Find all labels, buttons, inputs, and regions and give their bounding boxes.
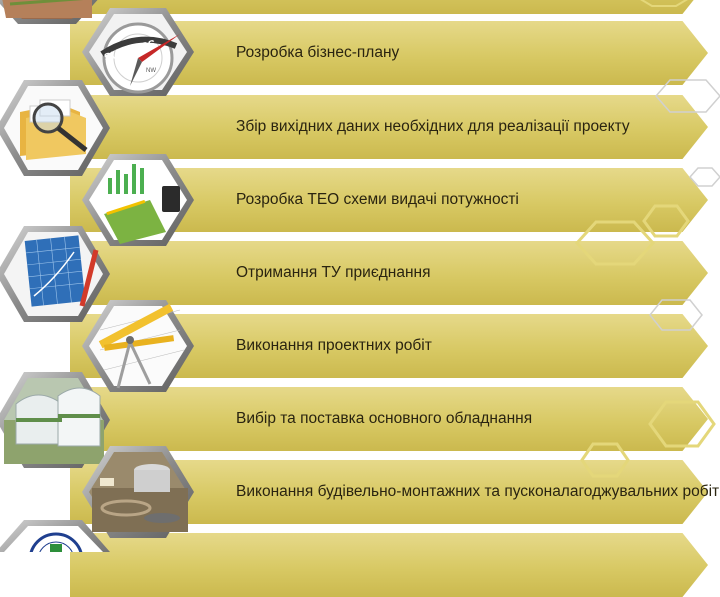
svg-text:NW: NW [146, 68, 156, 74]
decor-hex-4 [580, 442, 630, 478]
decor-hex-1 [574, 220, 656, 266]
step-banner-6 [70, 387, 708, 451]
drafting-tools-icon [82, 300, 194, 392]
step-banner-2 [70, 95, 708, 159]
step-label-6: Вибір та поставка основного обладнання [236, 410, 533, 427]
decor-hex-2 [642, 204, 690, 238]
biogas-tanks-icon [0, 372, 110, 468]
construction-site-icon [82, 446, 194, 538]
organization-logo-icon-partial [0, 520, 110, 552]
banner-top-partial [70, 0, 708, 14]
step-label-4: Отримання ТУ приєднання [236, 264, 431, 281]
step-label-2: Збір вихідних даних необхідних для реалі… [236, 118, 630, 135]
decor-hex-7 [649, 299, 703, 331]
success-compass-icon: SUCCESS NW [82, 8, 194, 96]
decor-hex-6 [688, 167, 720, 187]
step-label-1: Розробка бізнес-плану [236, 44, 400, 61]
folders-magnifier-icon [0, 80, 110, 176]
blueprint-pencil-icon [0, 226, 110, 322]
step-label-7: Виконання будівельно-монтажних та пускон… [236, 483, 720, 500]
decor-hex-3 [648, 400, 716, 448]
step-banner-4 [70, 241, 708, 305]
step-label-5: Виконання проектних робіт [236, 337, 432, 354]
hex-decoration-layer: SUCCESS NW [0, 0, 720, 552]
decor-hex-top [640, 0, 688, 7]
decor-hex-5 [655, 79, 720, 113]
icon-landscape-partial [0, 0, 98, 24]
step-label-3: Розробка ТЕО схеми видачі потужності [236, 191, 519, 208]
charts-calculator-icon [82, 154, 194, 246]
